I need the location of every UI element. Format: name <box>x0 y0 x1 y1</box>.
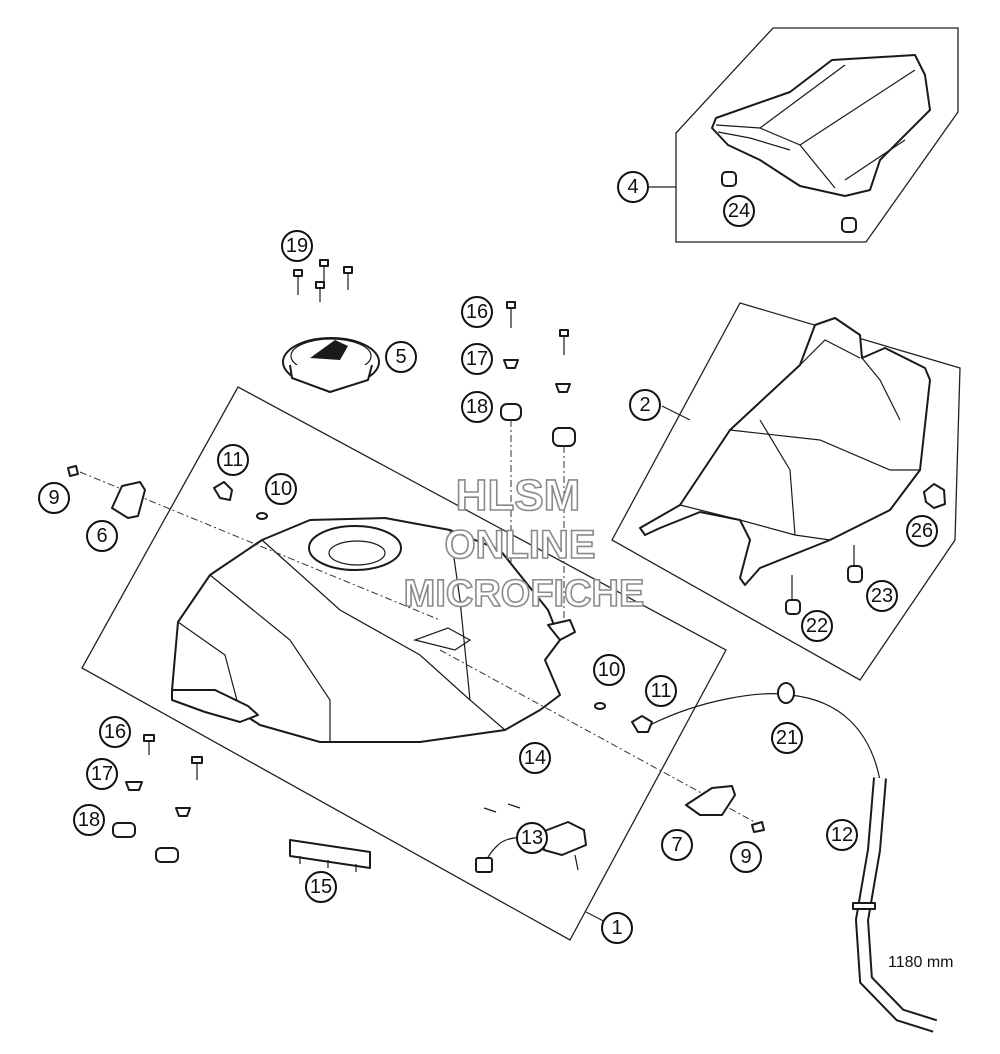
callout-16-upper: 16 <box>461 296 493 328</box>
pillion-group-frame <box>675 27 959 243</box>
watermark: HLSM ONLINE MICROFICHE <box>403 470 645 616</box>
svg-text:14: 14 <box>524 747 546 769</box>
callout-18-upper: 18 <box>461 391 493 423</box>
callout-17-lower: 17 <box>86 758 118 790</box>
protection-strip <box>289 839 371 872</box>
svg-text:11: 11 <box>651 680 672 702</box>
fuel-filler-cap <box>282 337 380 393</box>
svg-text:10: 10 <box>270 478 292 500</box>
svg-text:22: 22 <box>806 615 828 637</box>
pillion-seat-cover <box>711 54 931 197</box>
callout-21: 21 <box>771 722 803 754</box>
callout-11-rear: 11 <box>645 675 677 707</box>
svg-text:1: 1 <box>611 917 622 939</box>
svg-text:16: 16 <box>466 301 488 323</box>
seat-rubber-buffers <box>785 545 863 615</box>
callout-14: 14 <box>519 742 551 774</box>
callout-4: 4 <box>617 171 649 203</box>
svg-text:6: 6 <box>96 525 107 547</box>
fuel-tank <box>171 517 576 743</box>
callout-6: 6 <box>86 520 118 552</box>
watermark-line-3: MICROFICHE <box>404 573 645 615</box>
svg-text:2: 2 <box>639 394 650 416</box>
svg-text:9: 9 <box>48 487 59 509</box>
tank-group-frame <box>81 386 727 941</box>
rider-seat <box>639 317 931 586</box>
callout-19: 19 <box>281 230 313 262</box>
sensor-screws <box>483 803 521 813</box>
callout-9-rear: 9 <box>730 841 762 873</box>
cap-screws <box>293 259 353 302</box>
callout-11-front: 11 <box>217 444 249 476</box>
svg-text:13: 13 <box>521 827 543 849</box>
hose-length-label: 1180 mm <box>888 954 954 971</box>
leader-lines <box>585 186 691 929</box>
vent-hose <box>852 777 938 1033</box>
vent-hose-line <box>649 693 881 781</box>
trim-screws <box>67 465 765 833</box>
vent-fitting-rear <box>594 702 653 733</box>
svg-text:7: 7 <box>671 834 682 856</box>
callout-22: 22 <box>801 610 833 642</box>
callout-10-rear: 10 <box>593 654 625 686</box>
svg-text:19: 19 <box>286 235 308 257</box>
callout-10-front: 10 <box>265 473 297 505</box>
svg-text:21: 21 <box>776 727 798 749</box>
rubber-buffer <box>721 171 857 233</box>
svg-text:9: 9 <box>740 846 751 868</box>
svg-text:16: 16 <box>104 721 126 743</box>
callout-13: 13 <box>516 822 548 854</box>
callout-2: 2 <box>629 389 661 421</box>
svg-text:17: 17 <box>91 763 113 785</box>
callout-26: 26 <box>906 515 938 547</box>
hose-clamp <box>777 682 795 704</box>
svg-text:4: 4 <box>627 176 638 198</box>
svg-text:23: 23 <box>871 585 893 607</box>
upper-mount-bolts <box>500 301 576 620</box>
callout-16-lower: 16 <box>99 716 131 748</box>
svg-text:26: 26 <box>911 520 933 542</box>
svg-text:10: 10 <box>598 659 620 681</box>
watermark-line-2: ONLINE <box>444 523 595 567</box>
svg-text:12: 12 <box>831 824 853 846</box>
svg-text:18: 18 <box>466 396 488 418</box>
callout-5: 5 <box>385 341 417 373</box>
svg-text:15: 15 <box>310 876 332 898</box>
callout-15: 15 <box>305 871 337 903</box>
svg-text:17: 17 <box>466 348 488 370</box>
callout-9-front: 9 <box>38 482 70 514</box>
seat-group-frame <box>611 302 961 681</box>
callout-17-upper: 17 <box>461 343 493 375</box>
callout-18-lower: 18 <box>73 804 105 836</box>
callout-23: 23 <box>866 580 898 612</box>
svg-text:5: 5 <box>395 346 406 368</box>
watermark-line-1: HLSM <box>456 471 581 520</box>
seat-clip <box>923 483 946 509</box>
callout-1: 1 <box>601 912 633 944</box>
callout-24: 24 <box>723 195 755 227</box>
svg-text:18: 18 <box>78 809 100 831</box>
tank-trim-left <box>111 481 146 519</box>
svg-text:11: 11 <box>223 449 244 471</box>
callout-7: 7 <box>661 829 693 861</box>
svg-text:24: 24 <box>728 200 750 222</box>
callout-12: 12 <box>826 819 858 851</box>
lower-mount-hardware <box>112 734 203 863</box>
vent-fitting-front <box>213 481 268 520</box>
tank-trim-right <box>685 785 736 816</box>
